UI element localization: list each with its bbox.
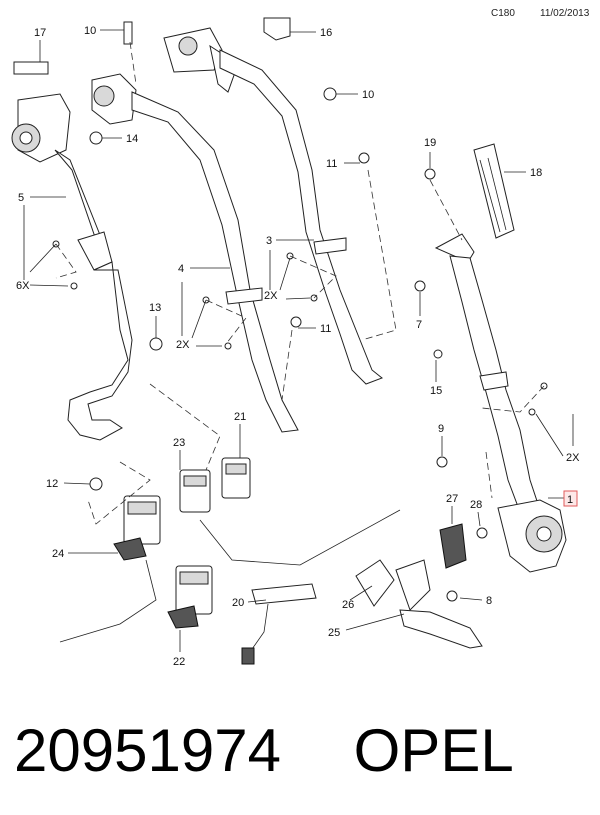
callout-24: 24 [52, 548, 64, 560]
callout-7: 7 [416, 319, 422, 331]
callout-25: 25 [328, 627, 340, 639]
callout-11: 11 [326, 158, 337, 170]
callout-4: 4 [178, 263, 184, 275]
seat-belt-exploded-diagram: 1 2X 2X 2X 2X 3 4 5 6X 7 8 9 10 10 11 11… [11, 17, 580, 668]
buckle-23 [179, 469, 401, 566]
callout-23: 23 [173, 437, 185, 449]
belt-3 [163, 27, 383, 385]
callout-13: 13 [149, 302, 161, 314]
buckle-21 [221, 457, 251, 499]
callout-10: 10 [84, 25, 96, 37]
callout-17: 17 [34, 27, 46, 39]
brand-name: OPEL [353, 717, 514, 784]
buckle-25-26 [355, 559, 483, 649]
leader-lines [23, 29, 574, 652]
callout-5: 5 [18, 192, 24, 204]
buckle-20 [241, 583, 317, 665]
callout-21: 21 [234, 411, 246, 423]
part-number: 20951974 [14, 717, 281, 784]
highlight-box-callout-1 [563, 490, 578, 507]
assembly-dashed-lines [55, 41, 545, 525]
buckle-22 [167, 565, 213, 629]
callout-28: 28 [470, 499, 482, 511]
part-footer: 20951974 OPEL [14, 706, 594, 796]
belt-4 [91, 73, 299, 433]
callout-10: 10 [362, 89, 374, 101]
callout-2x: 2X [566, 452, 580, 464]
callout-9: 9 [438, 423, 444, 435]
rear-left-retractor [11, 93, 133, 441]
callout-14: 14 [126, 133, 138, 145]
callout-2x: 2X [176, 339, 190, 351]
height-adjuster-18 [473, 143, 515, 239]
callout-15: 15 [430, 385, 442, 397]
callout-16: 16 [320, 27, 332, 39]
diagram-date: 11/02/2013 [540, 8, 590, 19]
diagram-code: C180 [491, 8, 515, 19]
callout-22: 22 [173, 656, 185, 668]
fasteners [13, 17, 548, 602]
callout-1: 1 [567, 494, 573, 506]
callout-8: 8 [486, 595, 492, 607]
callout-11: 11 [320, 323, 331, 335]
callout-20: 20 [232, 597, 244, 609]
callout-labels: 1 2X 2X 2X 2X 3 4 5 6X 7 8 9 10 10 11 11… [16, 25, 580, 668]
buckle-24 [59, 495, 161, 643]
callout-19: 19 [424, 137, 436, 149]
callout-6x: 6X [16, 280, 30, 292]
callout-2x: 2X [264, 290, 278, 302]
callout-12: 12 [46, 478, 58, 490]
callout-3: 3 [266, 235, 272, 247]
callout-18: 18 [530, 167, 542, 179]
callout-27: 27 [446, 493, 458, 505]
front-retractor-1 [434, 233, 567, 573]
callout-26: 26 [342, 599, 354, 611]
anchor-27-28 [439, 523, 488, 569]
